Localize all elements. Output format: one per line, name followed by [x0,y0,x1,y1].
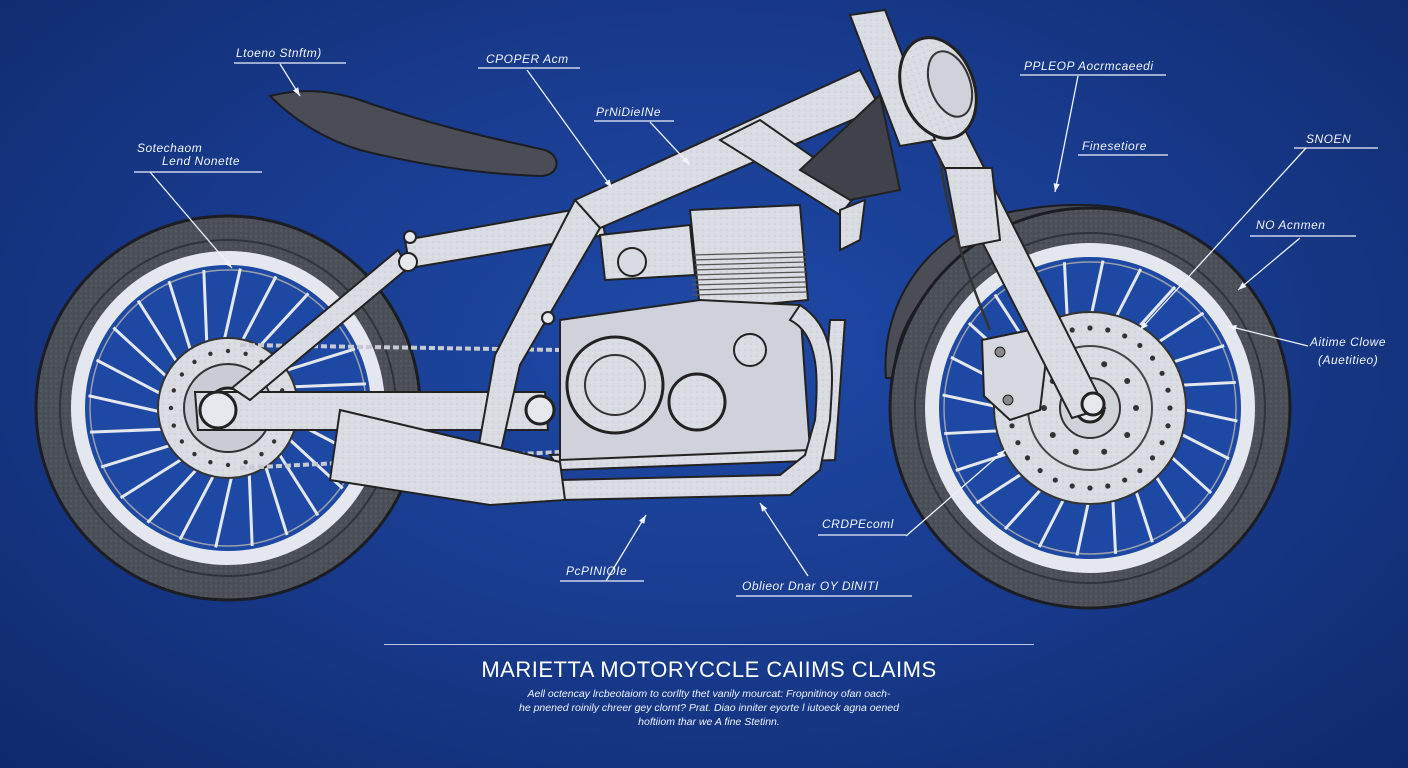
frame [476,68,902,472]
title-block: MARIETTA MOTORYCCLE CAIIMS CLAIMS Aell o… [384,644,1034,729]
callout-leaders [149,63,1309,582]
callout-seat: Ltoeno Stnftm) [236,46,322,60]
callout-stem: SNOEN [1306,132,1351,146]
title-rule [384,644,1034,645]
seat [268,90,558,178]
callout-fork: NO Acnmen [1256,218,1325,232]
carburetor [598,223,697,282]
callout-frame-mid: PrNiDieINe [596,105,661,119]
callout-exhaust: PcPINIOIe [566,564,627,578]
engine [559,203,812,462]
headlight [898,36,978,140]
callout-fender: Finesetiore [1082,139,1147,153]
description-line: hoftiiom thar we A fine Stetinn. [638,716,780,728]
callout-rear-wheel: Sotechaom [137,141,202,155]
callout-labels: Ltoeno Stnftm) CPOPER Acm PrNiDieINe Sot… [134,46,1386,597]
callout-tire-2: (Auetitieo) [1318,353,1378,367]
diagram-title: MARIETTA MOTORYCCLE CAIIMS CLAIMS [481,657,937,682]
diagram-description: Aell octencay lrcbeotaiom to corllty the… [384,687,1034,729]
engine-case [565,335,665,435]
muffler [328,408,567,507]
exhaust [328,303,833,507]
callout-disc: CRDPEcoml [822,517,894,531]
callout-frame-top: CPOPER Acm [486,52,569,66]
rear-shock [230,203,607,402]
callout-tire: Aitime Clowe [1309,335,1386,349]
callout-pipe: Oblieor Dnar OY DlNITI [742,579,879,593]
callout-headlight: PPLEOP Aocrmcaeedi [1024,59,1154,73]
description-line: Aell octencay lrcbeotaiom to corllty the… [527,688,891,700]
swingarm [193,390,556,431]
callout-rear-wheel-2: Lend Nonette [162,154,240,168]
description-line: he pnened roinily chreer gey clornt? Pra… [519,702,899,714]
